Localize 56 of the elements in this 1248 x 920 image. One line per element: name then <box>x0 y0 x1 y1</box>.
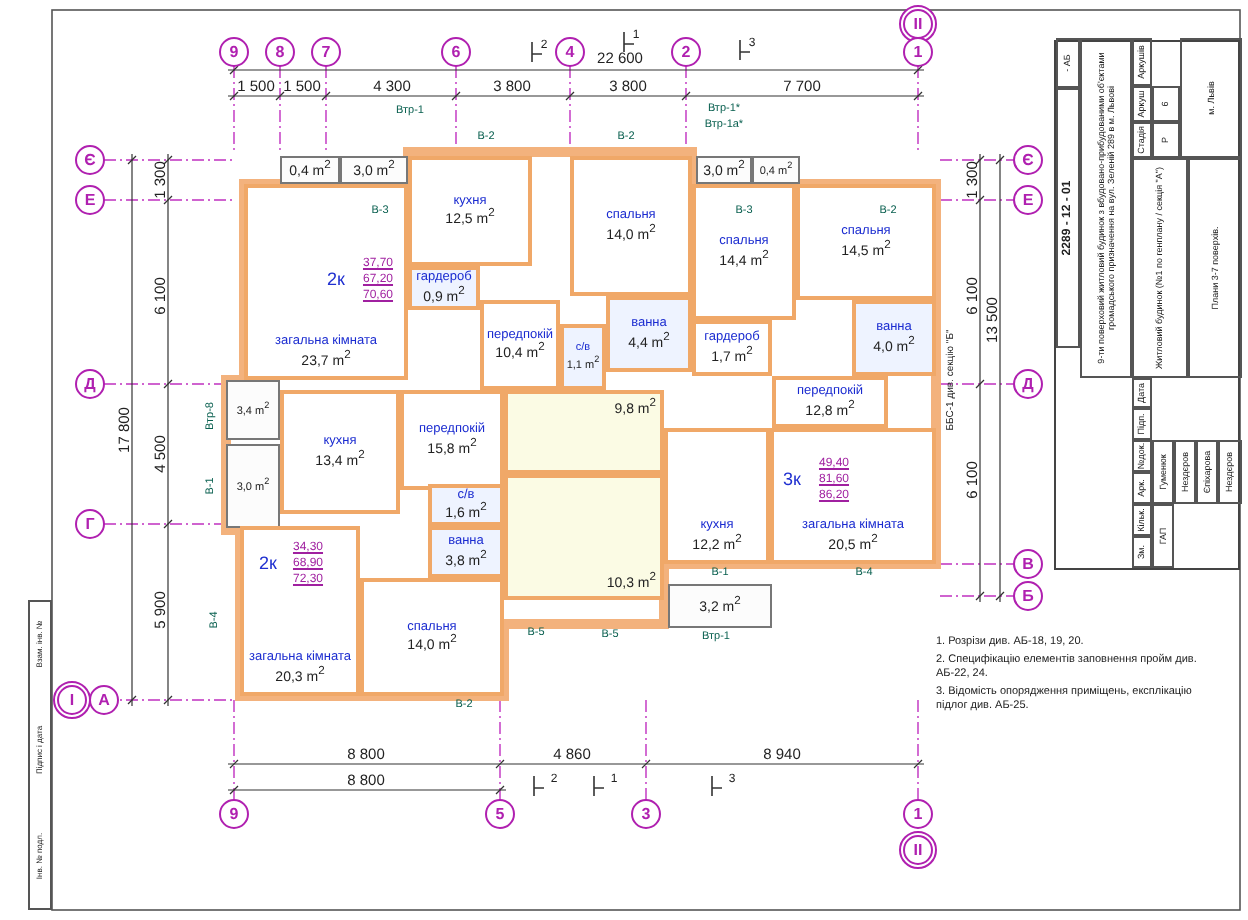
stair-hall-area <box>504 474 664 600</box>
room-area <box>606 296 692 372</box>
balcony-area <box>696 156 752 184</box>
axis-bubble: II <box>899 5 937 43</box>
axis-bubble: 7 <box>311 37 341 67</box>
stair-hall-area <box>504 390 664 474</box>
balcony-area <box>280 156 340 184</box>
room-area <box>692 184 796 320</box>
room-area <box>772 376 888 428</box>
axis-bubble: Д <box>1013 369 1043 399</box>
room-area <box>692 320 772 376</box>
axis-bubble: Є <box>1013 145 1043 175</box>
room-area <box>570 156 692 296</box>
axis-bubble: 9 <box>219 799 249 829</box>
apartment-type: 3к <box>783 471 801 489</box>
room-area <box>408 266 480 310</box>
axis-bubble: 2 <box>671 37 701 67</box>
room-area <box>480 300 560 390</box>
axis-bubble: І <box>53 681 91 719</box>
apartment-type: 2к <box>259 555 277 573</box>
axis-bubble: Г <box>75 509 105 539</box>
apartment-type: 2к <box>327 271 345 289</box>
room-area <box>428 526 504 578</box>
room-area <box>360 578 504 696</box>
balcony-area <box>752 156 800 184</box>
axis-bubble: 9 <box>219 37 249 67</box>
axis-bubble: В <box>1013 549 1043 579</box>
room-area <box>770 428 936 564</box>
room-area <box>280 390 400 514</box>
room-area <box>408 156 532 266</box>
room-area <box>664 428 770 564</box>
axis-bubble: 4 <box>555 37 585 67</box>
axis-bubble: 5 <box>485 799 515 829</box>
axis-bubble: А <box>89 685 119 715</box>
balcony-area <box>226 444 280 528</box>
room-area <box>244 184 408 380</box>
room-area <box>428 484 504 526</box>
room-area <box>560 324 606 390</box>
room-area <box>796 184 936 300</box>
axis-bubble: 1 <box>903 799 933 829</box>
balcony-area <box>226 380 280 440</box>
axis-bubble: Б <box>1013 581 1043 611</box>
axis-bubble: Е <box>75 185 105 215</box>
axis-bubble: Є <box>75 145 105 175</box>
room-area <box>400 390 504 490</box>
axis-bubble: Д <box>75 369 105 399</box>
room-area <box>852 300 936 376</box>
axis-bubble: 1 <box>903 37 933 67</box>
room-area <box>240 526 360 696</box>
balcony-area <box>668 584 772 628</box>
axis-bubble: 6 <box>441 37 471 67</box>
balcony-area <box>340 156 408 184</box>
axis-bubble: Е <box>1013 185 1043 215</box>
axis-bubble: II <box>899 831 937 869</box>
axis-bubble: 3 <box>631 799 661 829</box>
axis-bubble: 8 <box>265 37 295 67</box>
